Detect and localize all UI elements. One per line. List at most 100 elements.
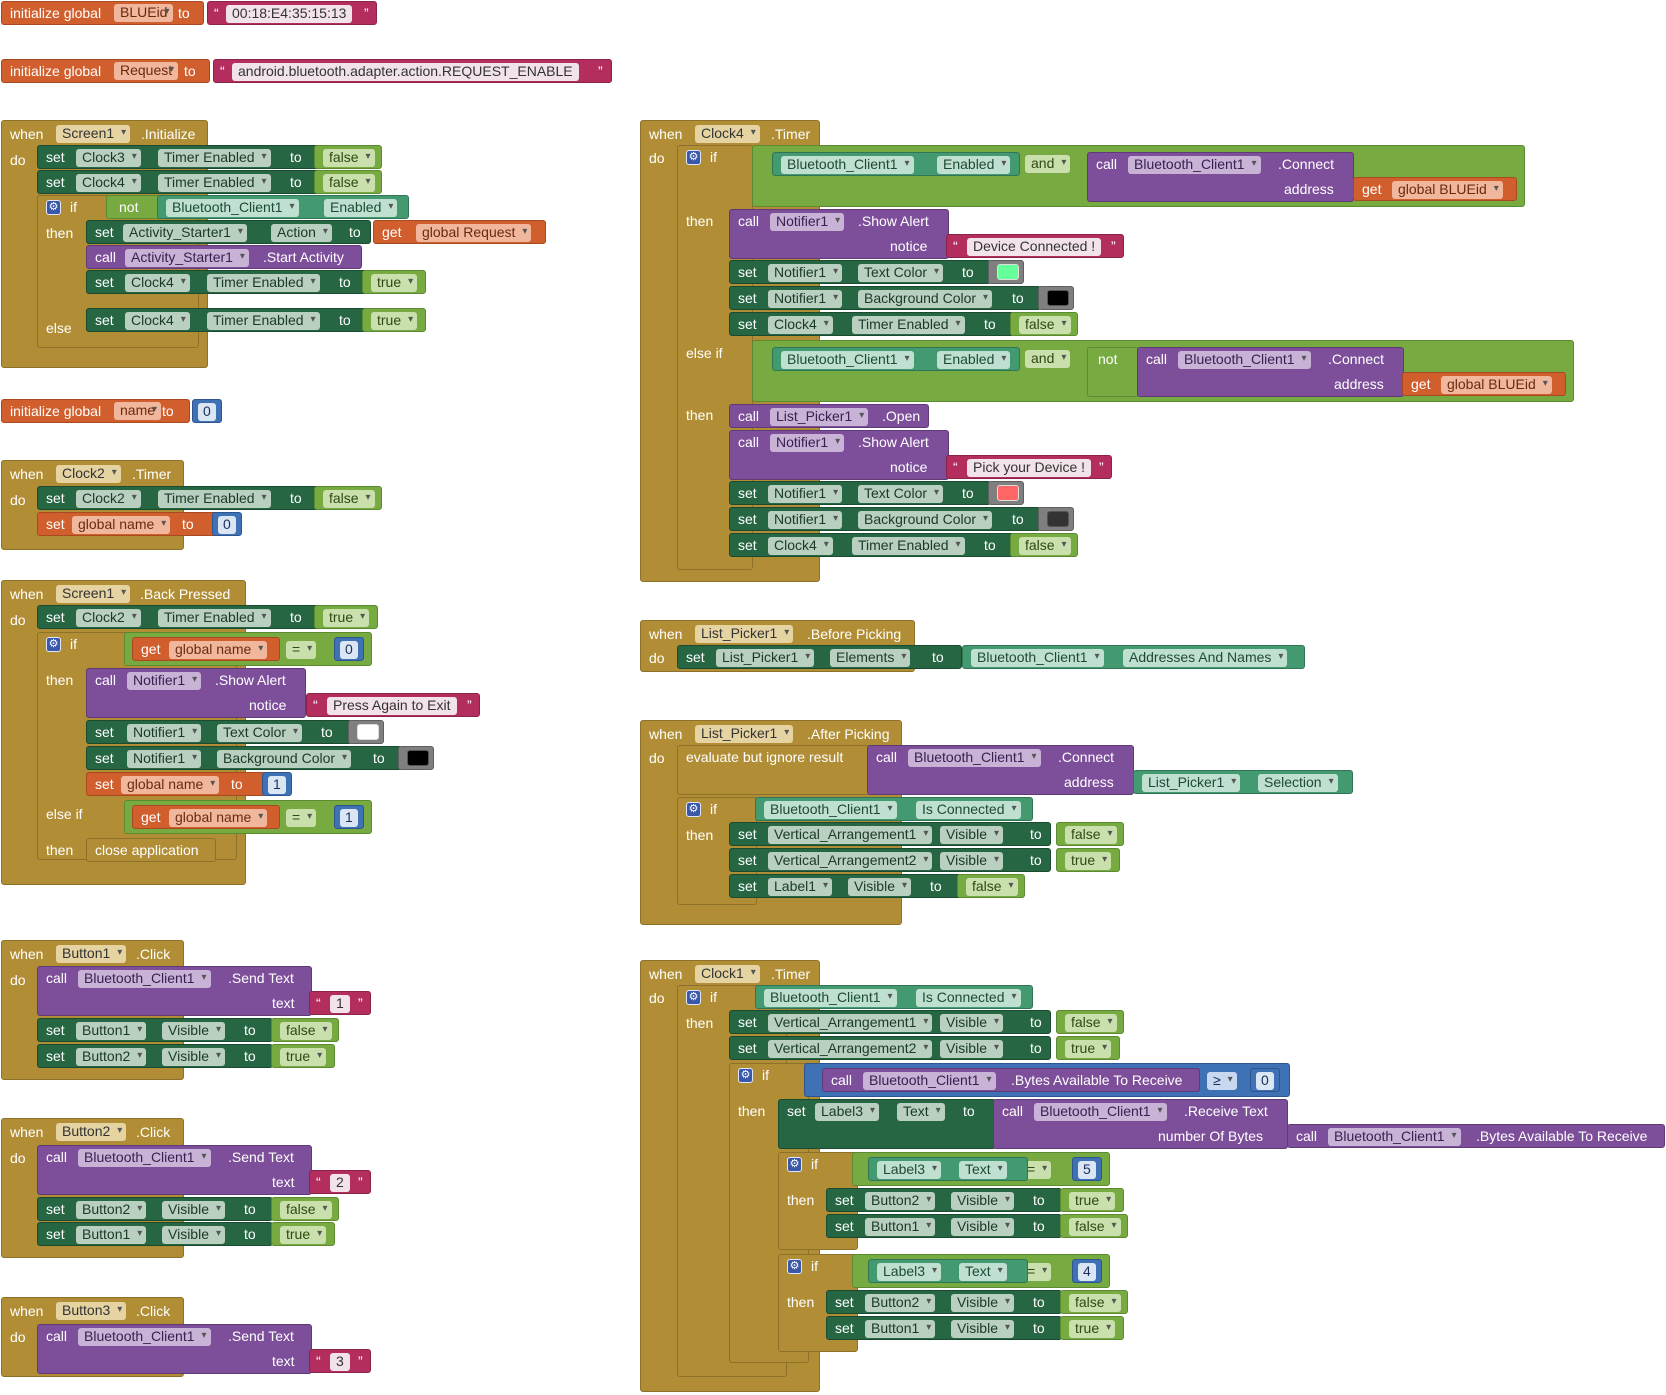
- init-global-request-block[interactable]: initialize global Request to: [1, 59, 210, 83]
- number-value[interactable]: 1: [268, 776, 286, 794]
- component-dropdown[interactable]: Vertical_Arrangement1: [768, 826, 933, 844]
- property-dropdown[interactable]: Timer Enabled: [852, 537, 965, 555]
- boolean-dropdown[interactable]: true: [280, 1226, 327, 1244]
- number-block[interactable]: 0: [1250, 1068, 1280, 1092]
- property-dropdown[interactable]: Is Connected: [916, 989, 1021, 1007]
- property-dropdown[interactable]: Enabled: [937, 156, 1011, 174]
- component-dropdown[interactable]: Bluetooth_Client1: [764, 989, 897, 1007]
- property-dropdown[interactable]: Enabled: [937, 351, 1011, 369]
- setter-label3-text[interactable]: set Label3 Text to: [778, 1099, 996, 1149]
- operator-dropdown[interactable]: =: [286, 641, 317, 659]
- text-block[interactable]: “ Press Again to Exit ”: [306, 693, 480, 717]
- text-value[interactable]: Press Again to Exit: [327, 697, 457, 715]
- setter-notifier-text-color[interactable]: set Notifier1 Text Color to: [729, 481, 991, 505]
- logic-true-block[interactable]: true: [1060, 1188, 1124, 1212]
- getter-bt-is-connected[interactable]: Bluetooth_Client1 Is Connected: [755, 985, 1033, 1009]
- component-dropdown[interactable]: Clock1: [695, 965, 760, 983]
- mutator-gear-icon[interactable]: ⚙: [686, 802, 701, 817]
- getter-global-name[interactable]: get global name: [132, 637, 280, 661]
- setter-va1-visible[interactable]: set Vertical_Arrangement1 Visible to: [729, 822, 1051, 846]
- text-block[interactable]: “ 1 ”: [309, 991, 371, 1015]
- variable-dropdown[interactable]: global Request: [416, 224, 532, 242]
- component-dropdown[interactable]: Vertical_Arrangement1: [768, 1014, 933, 1032]
- property-dropdown[interactable]: Text Color: [217, 724, 303, 742]
- component-dropdown[interactable]: Button2: [76, 1201, 147, 1219]
- color-block-green[interactable]: [988, 260, 1024, 284]
- setter-notifier-text-color[interactable]: set Notifier1 Text Color to: [86, 720, 352, 744]
- boolean-dropdown[interactable]: true: [280, 1048, 327, 1066]
- getter-global-request[interactable]: get global Request: [373, 220, 546, 244]
- component-dropdown[interactable]: Clock4: [125, 274, 190, 292]
- property-dropdown[interactable]: Visible: [162, 1048, 225, 1066]
- color-block-black[interactable]: [398, 746, 434, 770]
- component-dropdown[interactable]: Button2: [56, 1123, 127, 1141]
- component-dropdown[interactable]: List_Picker1: [716, 649, 815, 667]
- property-dropdown[interactable]: Visible: [951, 1320, 1014, 1338]
- operator-dropdown[interactable]: =: [1021, 1263, 1052, 1281]
- setter-va2-visible[interactable]: set Vertical_Arrangement2 Visible to: [729, 1036, 1051, 1060]
- property-dropdown[interactable]: Text Color: [858, 485, 944, 503]
- component-dropdown[interactable]: Bluetooth_Client1: [1328, 1128, 1461, 1146]
- boolean-dropdown[interactable]: false: [323, 174, 375, 192]
- variable-dropdown[interactable]: global BLUEid: [1392, 181, 1503, 199]
- component-dropdown[interactable]: Notifier1: [768, 264, 843, 282]
- logic-false-block[interactable]: false: [1056, 1010, 1124, 1034]
- component-dropdown[interactable]: Notifier1: [127, 750, 202, 768]
- variable-dropdown[interactable]: global name: [121, 776, 220, 794]
- component-dropdown[interactable]: Notifier1: [768, 290, 843, 308]
- property-dropdown[interactable]: Is Connected: [916, 801, 1021, 819]
- property-dropdown[interactable]: Timer Enabled: [207, 312, 320, 330]
- logic-false-block[interactable]: false: [1056, 822, 1124, 846]
- property-dropdown[interactable]: Enabled: [324, 199, 398, 217]
- logic-false-block[interactable]: false: [957, 874, 1025, 898]
- boolean-dropdown[interactable]: false: [1019, 316, 1071, 334]
- evaluate-but-ignore-block[interactable]: evaluate but ignore result: [677, 745, 869, 795]
- boolean-dropdown[interactable]: true: [1069, 1192, 1116, 1210]
- text-block-blueid[interactable]: “ 00:18:E4:35:15:13 ”: [207, 1, 377, 25]
- number-value[interactable]: 4: [1078, 1263, 1096, 1281]
- component-dropdown[interactable]: Clock4: [125, 312, 190, 330]
- boolean-dropdown[interactable]: false: [1019, 537, 1071, 555]
- component-dropdown[interactable]: Bluetooth_Client1: [78, 1328, 211, 1346]
- logic-true-block[interactable]: true: [1056, 848, 1120, 872]
- component-dropdown[interactable]: Bluetooth_Client1: [1128, 156, 1261, 174]
- getter-global-blueid[interactable]: get global BLUEid: [1353, 177, 1517, 201]
- init-global-name-block[interactable]: initialize global name to: [1, 399, 190, 423]
- text-value[interactable]: 00:18:E4:35:15:13: [226, 5, 353, 23]
- property-dropdown[interactable]: Visible: [940, 1014, 1003, 1032]
- call-activity-start[interactable]: call Activity_Starter1 .Start Activity: [86, 245, 362, 269]
- call-bt-receive-text[interactable]: call Bluetooth_Client1 .Receive Text num…: [993, 1099, 1288, 1149]
- boolean-dropdown[interactable]: false: [280, 1201, 332, 1219]
- component-dropdown[interactable]: Label3: [877, 1263, 942, 1281]
- component-dropdown[interactable]: Clock4: [768, 537, 833, 555]
- number-value[interactable]: 0: [340, 641, 358, 659]
- logic-false-block[interactable]: false: [1010, 533, 1078, 557]
- global-name-field[interactable]: Request: [114, 62, 179, 80]
- property-dropdown[interactable]: Visible: [162, 1226, 225, 1244]
- number-block[interactable]: 0: [192, 399, 222, 423]
- component-dropdown[interactable]: Bluetooth_Client1: [971, 649, 1104, 667]
- boolean-dropdown[interactable]: false: [323, 490, 375, 508]
- property-dropdown[interactable]: Action: [271, 224, 332, 242]
- setter-button1-visible[interactable]: set Button1 Visible to: [37, 1222, 273, 1246]
- setter-clock4-timer-enabled[interactable]: set Clock4 Timer Enabled to: [729, 312, 1014, 336]
- logic-false-block[interactable]: false: [1060, 1214, 1128, 1238]
- getter-bt-enabled[interactable]: Bluetooth_Client1 Enabled: [772, 347, 1020, 371]
- component-dropdown[interactable]: Screen1: [56, 585, 131, 603]
- mutator-gear-icon[interactable]: ⚙: [686, 150, 701, 165]
- setter-va1-visible[interactable]: set Vertical_Arrangement1 Visible to: [729, 1010, 1051, 1034]
- call-bt-connect[interactable]: call Bluetooth_Client1 .Connect address: [1087, 152, 1354, 202]
- number-block[interactable]: 0: [334, 637, 364, 661]
- logic-true-block[interactable]: true: [1056, 1036, 1120, 1060]
- number-block[interactable]: 1: [262, 772, 292, 796]
- setter-button2-visible[interactable]: set Button2 Visible to: [37, 1044, 273, 1068]
- setter-clock4-timer-enabled[interactable]: set Clock4 Timer Enabled to: [86, 270, 368, 294]
- setter-button2-visible[interactable]: set Button2 Visible to: [37, 1197, 273, 1221]
- component-dropdown[interactable]: Activity_Starter1: [125, 249, 249, 267]
- close-application-block[interactable]: close application: [86, 838, 216, 862]
- text-value[interactable]: 1: [330, 995, 350, 1013]
- component-dropdown[interactable]: Bluetooth_Client1: [78, 970, 211, 988]
- boolean-dropdown[interactable]: false: [280, 1022, 332, 1040]
- color-swatch[interactable]: [407, 750, 429, 766]
